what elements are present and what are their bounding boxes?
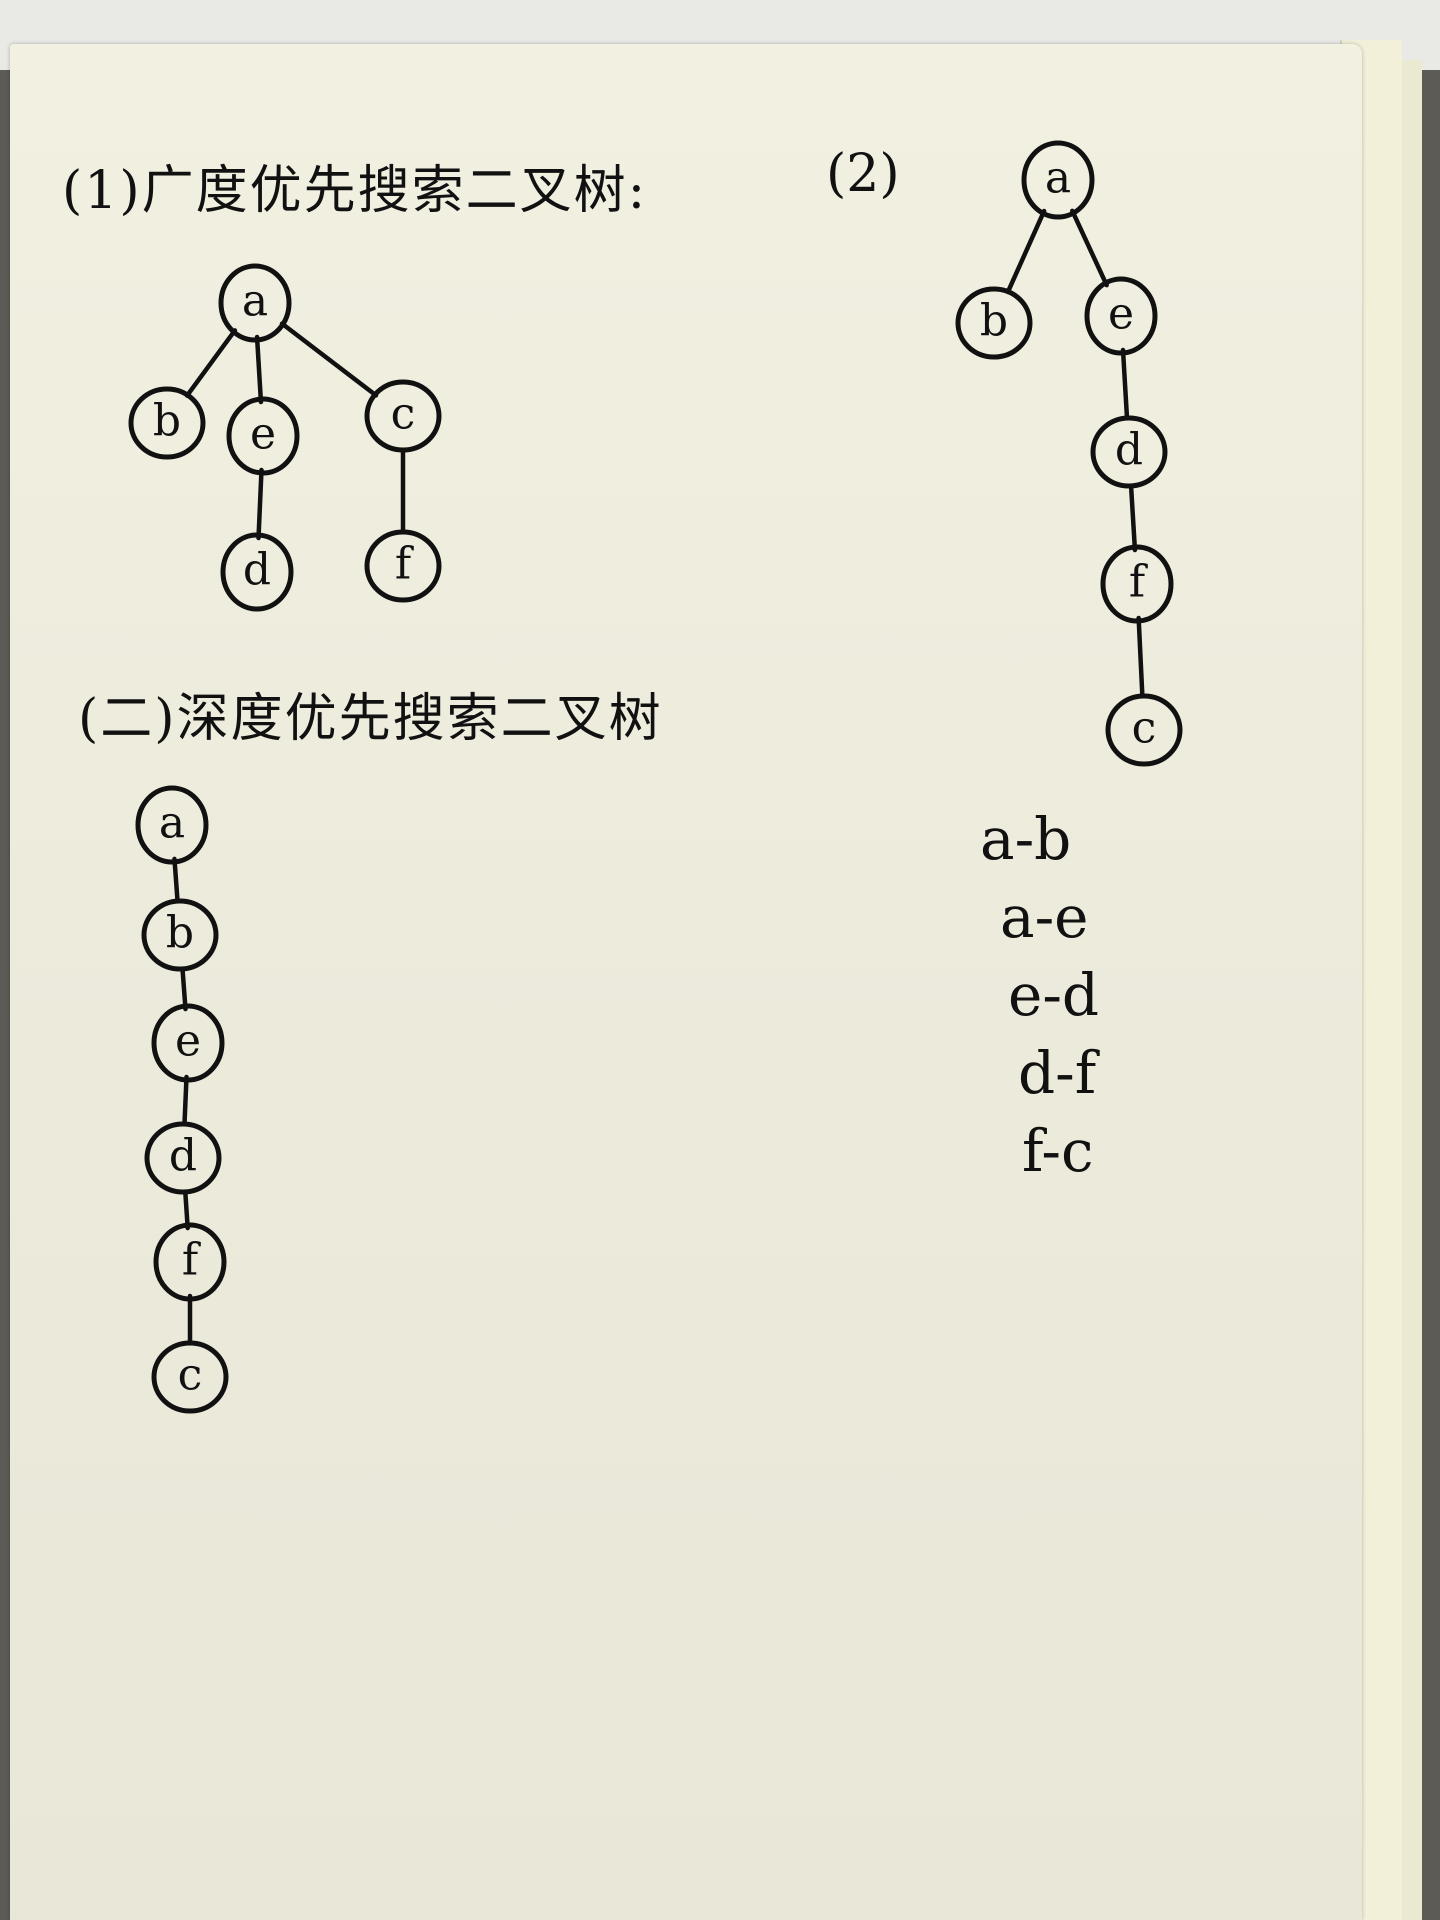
node-circle-e <box>151 1003 225 1083</box>
node-circle-d <box>144 1121 222 1195</box>
edge-list-item: e-d <box>1008 961 1100 1029</box>
node-circle-a <box>1021 140 1095 220</box>
tree-part2: a b e d f c <box>955 140 1183 767</box>
node-label-a: a <box>242 276 268 327</box>
node-label-d: d <box>169 1131 197 1182</box>
node-circle-c <box>151 1340 229 1414</box>
node-circle-b <box>955 286 1033 360</box>
node-label-f: f <box>1129 557 1148 608</box>
node-circle-b <box>141 898 219 972</box>
edge-list-item: d-f <box>1018 1039 1097 1107</box>
node-circle-c <box>1105 693 1183 767</box>
tree-bfs: a b e c d f <box>128 263 442 612</box>
edge-a-e <box>1070 208 1109 288</box>
node-circle-f <box>1100 544 1174 624</box>
node-circle-f <box>153 1222 227 1302</box>
node-label-c: c <box>391 389 416 440</box>
node-circle-e <box>1084 276 1158 356</box>
node-circle-c <box>364 379 442 453</box>
edge-list-item: a-b <box>980 805 1072 873</box>
edge-a-c <box>279 321 379 398</box>
edge-a-b <box>184 328 238 398</box>
node-label-a: a <box>1045 153 1071 204</box>
edge-b-e <box>180 966 188 1012</box>
node-label-b: b <box>166 908 194 959</box>
node-circle-b <box>128 386 206 460</box>
heading-dfs: (二)深度优先搜索二叉树 <box>78 689 663 749</box>
edge-e-d <box>1120 347 1130 421</box>
notebook-page <box>10 44 1362 1920</box>
edge-a-b <box>1005 208 1047 295</box>
node-label-b: b <box>153 396 181 447</box>
node-circle-e <box>226 396 300 476</box>
node-circle-d <box>220 532 294 612</box>
node-circle-a <box>135 785 209 865</box>
node-label-e: e <box>175 1016 201 1067</box>
edge-d-f <box>1128 483 1138 553</box>
node-label-c: c <box>178 1350 203 1401</box>
node-label-f: f <box>395 539 414 590</box>
edge-f-c <box>1136 615 1145 699</box>
node-label-f: f <box>182 1235 201 1286</box>
edge-e-d <box>182 1074 189 1127</box>
edge-e-d <box>256 467 264 541</box>
node-label-e: e <box>1108 289 1134 340</box>
node-label-a: a <box>159 798 185 849</box>
node-label-c: c <box>1132 703 1157 754</box>
node-label-d: d <box>1115 425 1143 476</box>
edge-a-b <box>172 856 180 904</box>
heading-bfs: (1)广度优先搜索二叉树: <box>62 161 648 221</box>
node-circle-f <box>364 529 442 603</box>
edge-list-item: f-c <box>1022 1117 1094 1185</box>
edge-list-item: a-e <box>1000 883 1089 951</box>
tree-dfs: a b e d f c <box>135 785 229 1414</box>
node-label-b: b <box>980 296 1008 347</box>
node-circle-d <box>1090 415 1168 489</box>
edge-a-e <box>254 334 264 405</box>
node-label-d: d <box>243 545 271 596</box>
node-label-e: e <box>250 409 276 460</box>
edge-d-f <box>183 1189 190 1231</box>
edge-list: a-b a-e e-d d-f f-c <box>980 800 1099 1190</box>
node-circle-a <box>218 263 292 343</box>
heading-part2: (2) <box>826 144 900 204</box>
